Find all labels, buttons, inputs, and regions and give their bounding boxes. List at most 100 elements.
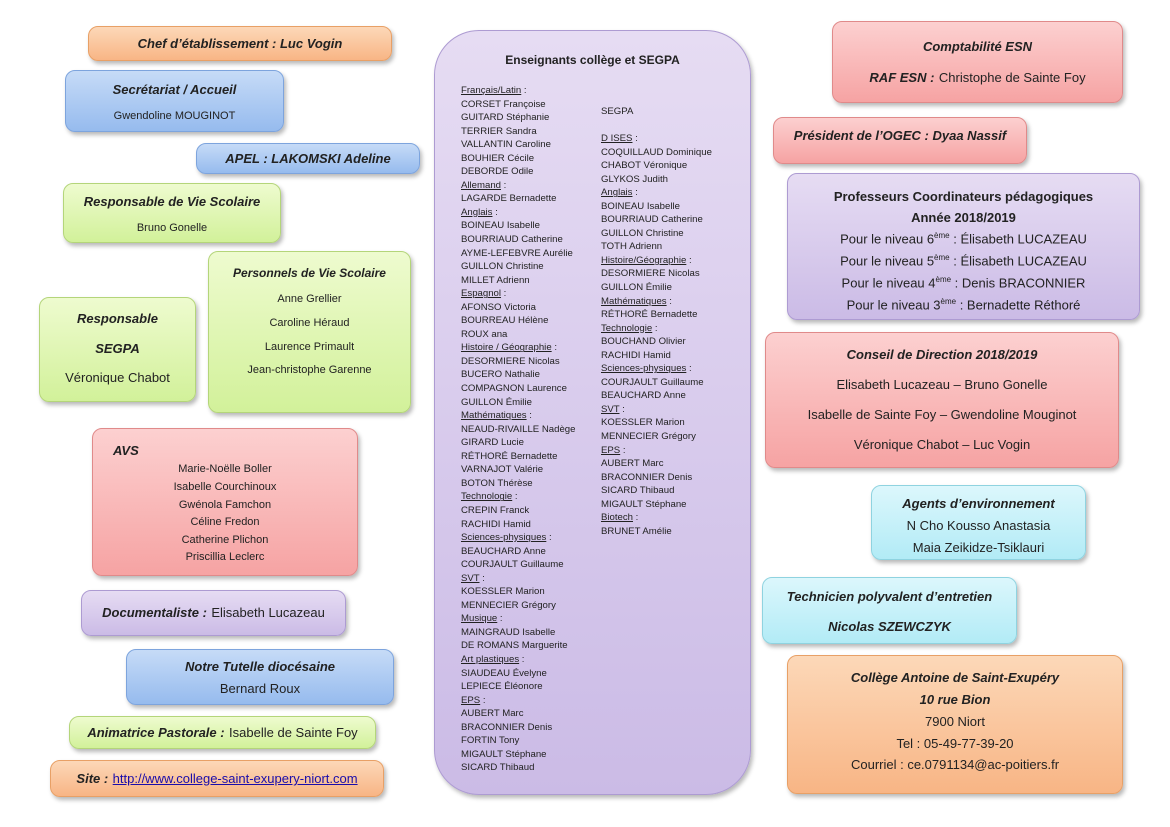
segpa-subject: D ISES : [601,133,638,144]
coord-sup: ème [935,275,952,284]
conseil-row-2: Isabelle de Sainte Foy – Gwendoline Moug… [807,407,1077,422]
college-teacher: BRACONNIER Denis [461,721,553,733]
comptabilite-title: Comptabilité ESN [922,39,1033,54]
college-subject-label: Espagnol [461,288,502,300]
college-subject-label: Technologie [461,491,513,503]
college-teacher: GUILLON Émilie [461,396,532,408]
technicien-title: Technicien polyvalent d’entretien [786,589,993,604]
segpa-teacher: DESORMIERE Nicolas [601,268,700,280]
conseil-row-1: Elisabeth Lucazeau – Bruno Gonelle [836,377,1048,392]
college-subject-label: Anglais [461,206,493,218]
segpa-subject-label: Anglais [601,187,633,199]
college-teacher: SICARD Thibaud [461,762,535,774]
coord-pre: Pour le niveau 6 [840,231,935,247]
segpa-resp-box: Responsable SEGPA Véronique Chabot [39,297,196,402]
segpa-teacher: COQUILLAUD Dominique [601,146,712,158]
college-subject-label: Français/Latin [461,85,522,96]
site-link[interactable]: http://www.college-saint-exupery-niort.c… [112,771,358,786]
segpa-resp-line1: Responsable [77,311,158,326]
college-teacher: DE ROMANS Marguerite [461,640,568,652]
segpa-subject: SVT : [601,403,625,415]
college-teacher: SIAUDEAU Évelyne [461,667,547,679]
documentaliste-line: Documentaliste : Elisabeth Lucazeau [82,591,345,635]
college-teacher: BOINEAU Isabelle [461,220,540,232]
college-street: 10 rue Bion [919,692,991,707]
coordinateurs-year: Année 2018/2019 [911,210,1016,225]
avs-name-4: Céline Fredon [190,516,260,528]
college-subject-label: EPS [461,694,481,706]
segpa-teacher: GUILLON Christine [601,227,684,239]
college-city: 7900 Niort [925,714,985,729]
segpa-subject: Anglais : [601,187,638,199]
agents-name-2: Maia Zeikidze-Tsiklauri [912,540,1045,555]
segpa-subject: Technologie : [601,322,658,334]
comptabilite-name: Christophe de Sainte Foy [938,70,1086,85]
segpa-resp-name: Véronique Chabot [65,370,170,385]
segpa-teacher: BOURRIAUD Catherine [601,214,703,226]
vie-scolaire-title: Responsable de Vie Scolaire [83,194,261,209]
college-teacher: MILLET Adrienn [461,274,530,286]
college-teacher: ROUX ana [461,328,508,340]
avs-name-2: Isabelle Courchinoux [173,481,277,493]
personnels-box: Personnels de Vie Scolaire Anne Grellier… [208,251,411,413]
college-teacher: MIGAULT Stéphane [461,748,547,760]
segpa-teacher: RÉTHORÉ Bernadette [601,309,698,321]
coordinateur-row-2: Pour le niveau 5ème : Élisabeth LUCAZEAU [788,253,1139,268]
college-subject: Histoire / Géographie : [461,342,557,354]
college-teacher: TERRIER Sandra [461,125,537,137]
college-teacher: VARNAJOT Valérie [461,464,544,476]
college-teacher: AFONSO Victoria [461,301,536,313]
comptabilite-label: RAF ESN : [869,70,935,85]
segpa-subject: Biotech : [601,512,639,524]
college-teacher: RACHIDI Hamid [461,518,531,530]
college-subject-label: Art plastiques [461,653,520,665]
vie-scolaire-name: Bruno Gonelle [136,222,208,234]
college-name: Collège Antoine de Saint-Exupéry [850,670,1060,685]
secretariat-title: Secrétariat / Accueil [112,82,237,97]
college-teacher: LEPIECE Éléonore [461,681,543,693]
segpa-teacher: COURJAULT Guillaume [601,376,704,388]
college-mail: Courriel : ce.0791134@ac-poitiers.fr [850,757,1060,772]
apel-box: APEL : LAKOMSKI Adeline [196,143,420,174]
college-subject-label: Mathématiques [461,410,527,422]
chef-label: Chef d’établissement : Luc Vogin [137,36,343,51]
coordinateur-row-1: Pour le niveau 6ème : Élisabeth LUCAZEAU [788,231,1139,246]
site-line: Site : http://www.college-saint-exupery-… [51,761,383,796]
pastorale-box: Animatrice Pastorale : Isabelle de Saint… [69,716,376,749]
pastorale-line: Animatrice Pastorale : Isabelle de Saint… [70,717,375,749]
segpa-subject-label: D ISES [601,133,633,144]
college-teacher: KOESSLER Marion [461,586,545,598]
avs-box: AVS Marie-Noëlle Boller Isabelle Courchi… [92,428,358,576]
college-teacher: RÉTHORÉ Bernadette [461,450,558,462]
personnels-name-2: Caroline Héraud [269,317,350,329]
segpa-teacher: BRACONNIER Denis [601,471,693,483]
segpa-teacher: CHABOT Véronique [601,160,688,172]
avs-name-1: Marie-Noëlle Boller [178,463,272,475]
college-tel: Tel : 05-49-77-39-20 [896,736,1014,751]
college-teacher: LAGARDE Bernadette [461,193,557,205]
enseignants-box: Enseignants collège et SEGPA Français/La… [434,30,751,795]
college-teacher: VALLANTIN Caroline [461,139,551,151]
college-teacher: MAINGRAUD Isabelle [461,626,556,638]
college-subject: Mathématiques : [461,410,532,422]
segpa-subject-label: Sciences-physiques [601,363,687,375]
segpa-teacher: MENNECIER Grégory [601,431,696,443]
coord-pre: Pour le niveau 3 [846,297,941,313]
personnels-name-3: Laurence Primault [264,341,355,353]
college-subject-label: Sciences-physiques [461,532,547,544]
college-subject: Art plastiques : [461,653,525,665]
documentaliste-name: Elisabeth Lucazeau [211,605,325,620]
segpa-subject-label: EPS [601,444,621,456]
college-subject-label: Allemand [461,179,501,191]
ogec-box: Président de l’OGEC : Dyaa Nassif [773,117,1027,164]
college-box: Collège Antoine de Saint-Exupéry 10 rue … [787,655,1123,794]
college-teacher: MENNECIER Grégory [461,599,556,611]
segpa-subject-label: Histoire/Géographie [601,254,687,266]
conseil-row-3: Véronique Chabot – Luc Vogin [853,437,1031,452]
comptabilite-line: RAF ESN : Christophe de Sainte Foy [833,69,1122,87]
segpa-teacher: BOINEAU Isabelle [601,200,680,212]
college-teacher: BOTON Thérèse [461,477,533,489]
college-teacher: COURJAULT Guillaume [461,559,564,571]
coordinateur-row-4: Pour le niveau 3ème : Bernadette Réthoré [788,297,1139,312]
